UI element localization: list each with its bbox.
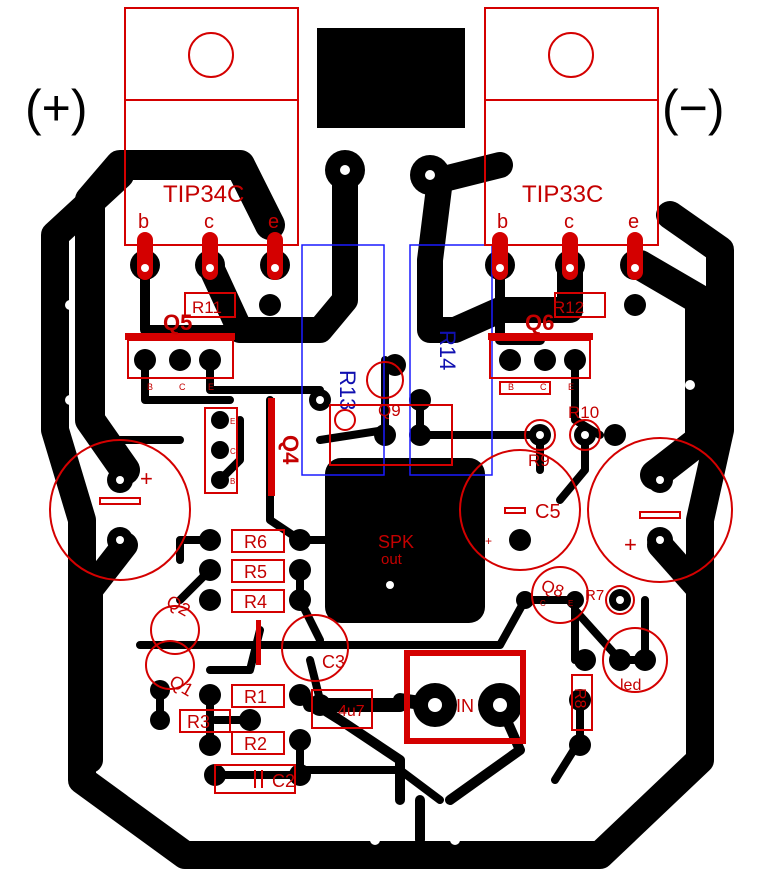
tip33c-pin-e: e — [628, 211, 639, 233]
q6-label: Q6 — [525, 310, 554, 335]
r8-label: R8 — [571, 688, 588, 709]
polarity-right-label: (−) — [662, 80, 725, 136]
c3-value-label: 4u7 — [338, 703, 365, 720]
r9-label: R9 — [528, 451, 550, 470]
r3-label: R3 — [187, 712, 210, 732]
left-rail — [75, 150, 285, 485]
c5-capacitor — [459, 449, 581, 571]
tip33c-mount-hole — [548, 32, 594, 78]
q5-pin-b: B — [147, 382, 153, 392]
q4-pin-c: C — [230, 447, 236, 456]
right-cap-trace — [647, 532, 713, 603]
pin-highlights — [137, 232, 643, 280]
tip34c-pin-b: b — [138, 211, 149, 233]
left-cap-plus: + — [140, 466, 153, 491]
tip33c-pin-b: b — [497, 211, 508, 233]
r13-label: R13 — [335, 370, 360, 410]
r2-label: R2 — [244, 734, 267, 754]
q4-pin-e: E — [230, 417, 235, 426]
red-bars — [125, 333, 593, 744]
q9-outline — [329, 404, 453, 466]
r4-label: R4 — [244, 592, 267, 612]
ground-ring — [41, 161, 734, 869]
r1-outline — [231, 684, 285, 708]
c5-plus: + — [485, 534, 492, 548]
left-bulk-capacitor — [49, 439, 191, 581]
right-collector-trace — [417, 152, 583, 343]
r4-outline — [231, 589, 285, 613]
r14-outline — [409, 244, 493, 476]
speaker-label-line2: out — [381, 551, 403, 568]
led-outline — [602, 627, 668, 693]
q2-outline — [150, 605, 200, 655]
q5-pin-e: E — [208, 382, 214, 392]
tip34c-pin-e: e — [268, 211, 279, 233]
r7-label: R7 — [585, 587, 604, 604]
q6-pin-e: E — [568, 382, 574, 392]
q4-label: Q4 — [278, 435, 303, 465]
r12-outline — [554, 292, 606, 318]
polarity-left-label: (+) — [25, 80, 88, 136]
q6-pin-b: B — [508, 382, 514, 392]
r6-outline — [231, 529, 285, 553]
r11-label: R11 — [192, 298, 222, 317]
left-collector-trace — [197, 162, 358, 343]
q4-pin-b: B — [230, 477, 235, 486]
r5-label: R5 — [244, 562, 267, 582]
c3-label: C3 — [322, 652, 345, 672]
r1-label: R1 — [244, 687, 267, 707]
c-4u7-outline — [311, 689, 373, 729]
tip34c-mount-hole — [188, 32, 234, 78]
right-cap-plus: + — [624, 532, 637, 557]
r14-label: R14 — [435, 330, 460, 370]
r10-label: R10 — [568, 403, 599, 422]
blue-outlines — [301, 244, 493, 476]
tip33c-pin-c: c — [564, 211, 574, 233]
q8-outline — [531, 566, 589, 624]
r3-outline — [179, 709, 231, 733]
r8-outline — [571, 674, 593, 731]
r11-outline — [184, 292, 236, 318]
q1-outline — [145, 640, 195, 690]
copper-block-top — [317, 28, 465, 128]
q6-pin-c: C — [540, 382, 547, 392]
input-label: IN — [456, 696, 474, 716]
c2-label: C2 — [272, 771, 295, 791]
q8-pin-c: C — [540, 599, 546, 608]
right-bulk-capacitor — [587, 437, 733, 583]
c2-outline — [214, 764, 296, 794]
r2-outline — [231, 731, 285, 755]
q4-outline — [204, 407, 238, 494]
r13-outline — [301, 244, 385, 476]
tip34c-pin-c: c — [204, 211, 214, 233]
tip33c-outline — [484, 7, 659, 246]
left-cap-trace — [77, 532, 138, 773]
q5-pin-c: C — [179, 382, 186, 392]
r6-label: R6 — [244, 532, 267, 552]
c3-capacitor — [281, 614, 349, 682]
speaker-output-pad — [325, 458, 485, 623]
tip33c-label: TIP33C — [522, 181, 603, 208]
speaker-label-line1: SPK — [378, 532, 414, 552]
c5-label: C5 — [535, 501, 561, 523]
led-label: led — [620, 677, 641, 694]
right-rail — [625, 250, 715, 490]
tip34c-label: TIP34C — [163, 181, 244, 208]
q9-label: Q9 — [378, 401, 401, 420]
q8-pin-e: E — [568, 599, 573, 608]
q5-label: Q5 — [163, 310, 192, 335]
r5-outline — [231, 559, 285, 583]
r12-label: R12 — [553, 298, 584, 317]
copper-layer — [41, 150, 734, 869]
